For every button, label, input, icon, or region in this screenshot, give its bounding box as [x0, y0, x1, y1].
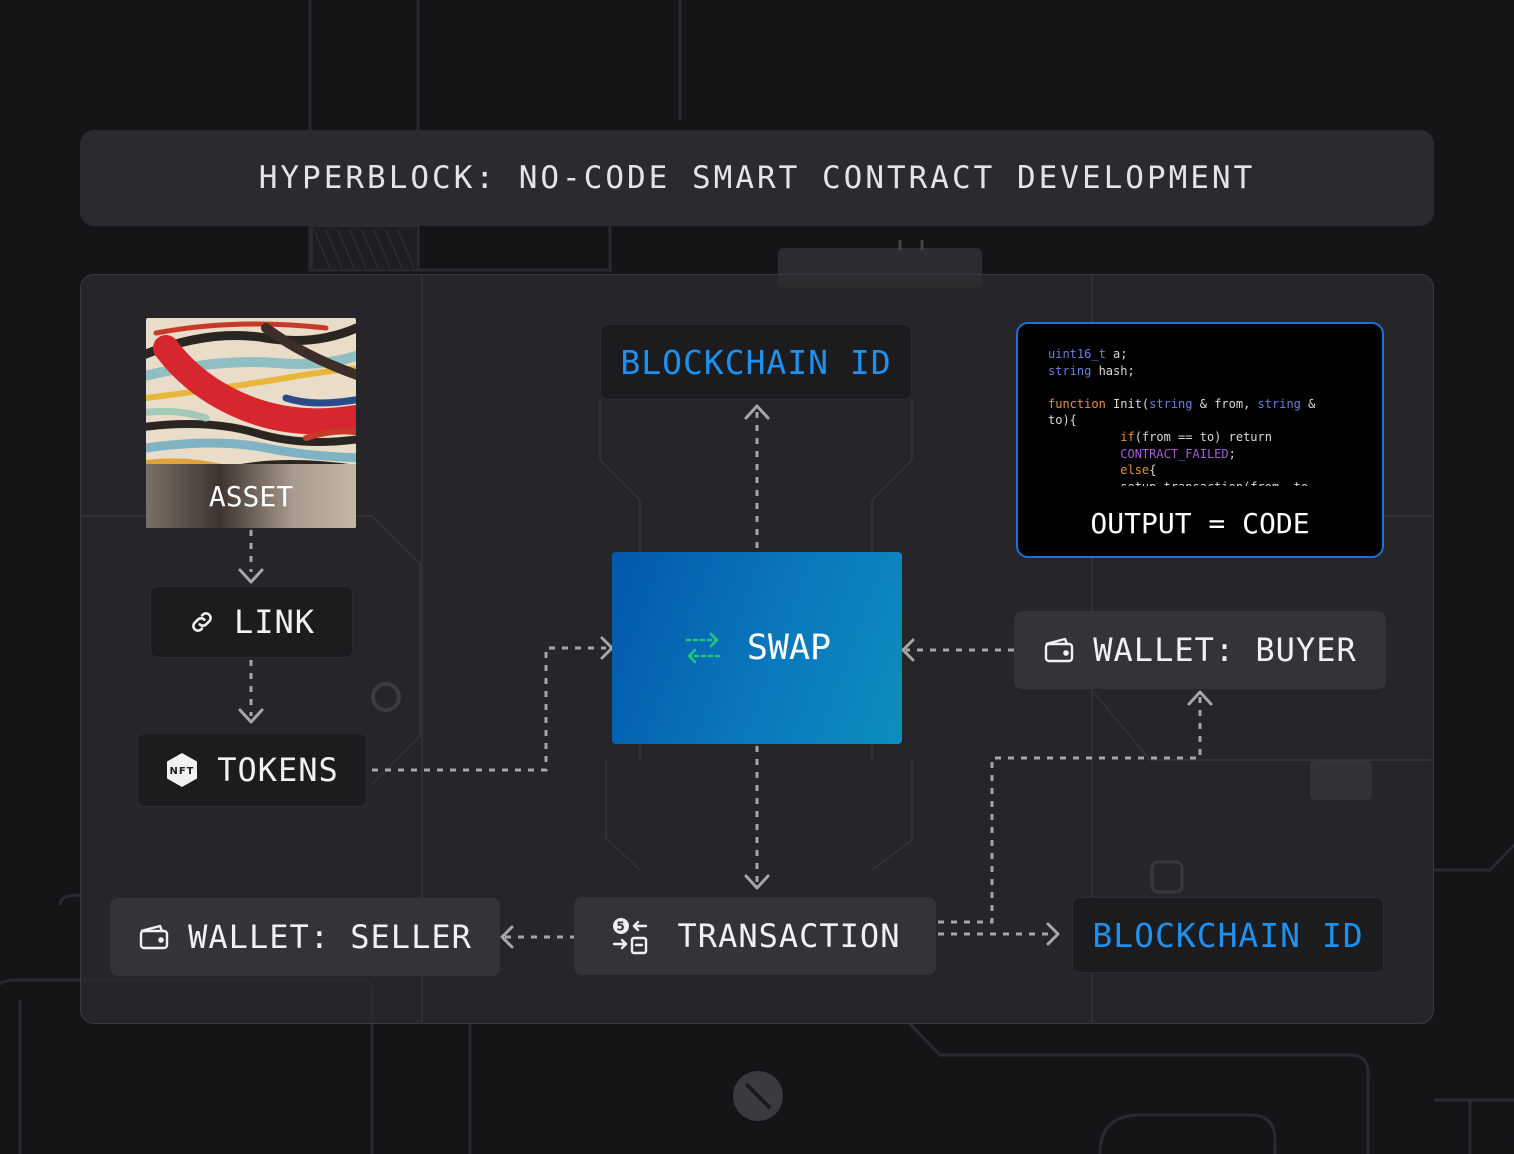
connector-transaction-buyer	[938, 696, 1202, 924]
tokens-node[interactable]: NFT TOKENS	[137, 733, 367, 807]
wallet-buyer-node[interactable]: WALLET: BUYER	[1014, 611, 1386, 689]
tokens-label: TOKENS	[217, 751, 339, 789]
code-line: else{	[1120, 463, 1157, 478]
transaction-node[interactable]: 5 TRANSACTION	[574, 897, 936, 975]
code-line: if(from == to) return	[1120, 429, 1272, 444]
code-line: function Init(string & from, string &	[1048, 396, 1316, 411]
swap-arrows-icon	[683, 628, 723, 668]
link-label: LINK	[233, 603, 316, 641]
asset-label: ASSET	[146, 464, 356, 528]
wallet-seller-label: WALLET: SELLER	[188, 918, 472, 956]
swap-label: SWAP	[746, 628, 832, 668]
code-line: to){	[1048, 413, 1077, 428]
code-output-node[interactable]: uint16_t a; string hash; function Init(str…	[1016, 322, 1384, 558]
asset-node[interactable]: ASSET	[146, 318, 356, 528]
code-line: uint16_t a;	[1048, 347, 1128, 361]
blockchain-id-bottom-node[interactable]: BLOCKCHAIN ID	[1072, 897, 1384, 973]
connector-tokens-swap	[372, 646, 606, 772]
code-line	[1048, 379, 1352, 396]
transaction-label: TRANSACTION	[677, 917, 901, 955]
blockchain-id-bottom-label: BLOCKCHAIN ID	[1092, 915, 1364, 955]
nft-icon: NFT	[165, 752, 199, 788]
svg-text:5: 5	[616, 920, 625, 934]
wallet-icon	[1043, 636, 1075, 664]
page-title: HYPERBLOCK: NO-CODE SMART CONTRACT DEVEL…	[80, 130, 1434, 226]
code-snippet: uint16_t a; string hash; function Init(str…	[1048, 346, 1352, 486]
swap-node[interactable]: SWAP	[612, 552, 902, 744]
svg-text:NFT: NFT	[170, 766, 195, 777]
link-node[interactable]: LINK	[150, 586, 353, 658]
link-icon	[188, 608, 216, 636]
code-line: string hash;	[1048, 363, 1135, 378]
code-line: setup transaction(from, to,	[1048, 479, 1352, 486]
blockchain-id-top-node[interactable]: BLOCKCHAIN ID	[600, 324, 912, 400]
code-line: CONTRACT_FAILED;	[1120, 446, 1236, 461]
code-output-label: OUTPUT = CODE	[1090, 507, 1310, 540]
transaction-icon: 5	[610, 916, 650, 956]
wallet-icon	[138, 923, 170, 951]
wallet-seller-node[interactable]: WALLET: SELLER	[110, 898, 500, 976]
wallet-buyer-label: WALLET: BUYER	[1093, 631, 1357, 669]
blockchain-id-top-label: BLOCKCHAIN ID	[620, 342, 892, 382]
